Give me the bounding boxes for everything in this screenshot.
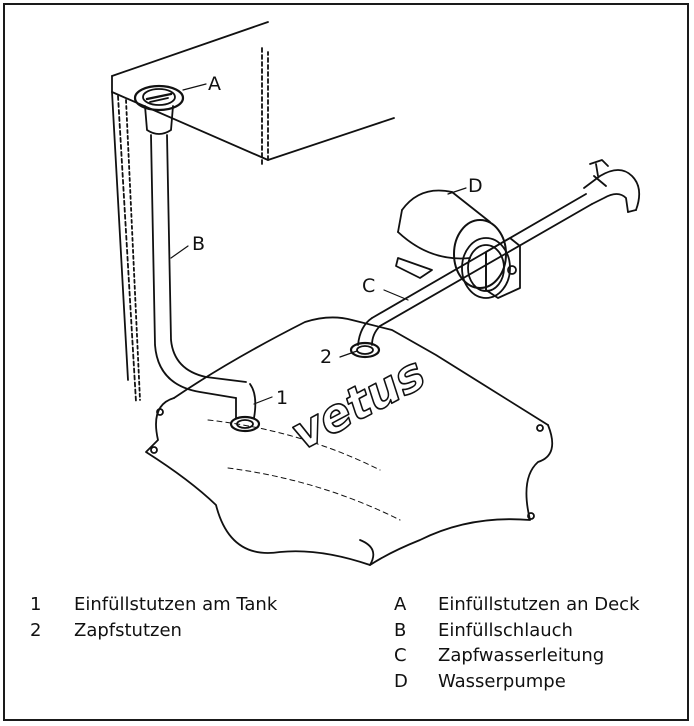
- legend-key: B: [394, 619, 407, 641]
- legend-text: Zapfstutzen: [74, 619, 182, 641]
- tank-brand-text: vetus: [287, 344, 430, 463]
- legend-item: D Wasserpumpe: [394, 669, 640, 695]
- callout-1: 1: [276, 387, 288, 409]
- legend-text: Wasserpumpe: [438, 670, 566, 692]
- callout-leaders: [170, 83, 467, 405]
- callout-D: D: [468, 175, 483, 197]
- callout-C: C: [362, 275, 375, 297]
- deck-fill-fitting: [133, 84, 185, 135]
- faucet: [583, 159, 641, 213]
- installation-diagram: vetus A: [111, 21, 641, 566]
- legend-item: 1 Einfüllstutzen am Tank: [30, 592, 277, 618]
- water-tank: [145, 316, 554, 566]
- legend-key: C: [394, 645, 407, 666]
- figure-frame: [3, 3, 689, 721]
- legend-key: 2: [30, 619, 42, 641]
- legend-item: 2 Zapfstutzen: [30, 618, 277, 644]
- legend-item: C Zapfwasserleitung: [394, 643, 640, 669]
- legend-text: Zapfwasserleitung: [438, 645, 605, 666]
- legend-text: Einfüllstutzen am Tank: [74, 594, 278, 615]
- legend-item: A Einfüllstutzen an Deck: [394, 592, 640, 618]
- legend-key: 1: [30, 594, 42, 615]
- legend-key: D: [394, 670, 408, 692]
- legend-text: Einfüllschlauch: [438, 619, 573, 641]
- legend-key: A: [394, 594, 407, 615]
- tank-outlet: [349, 317, 381, 359]
- legend-text: Einfüllstutzen an Deck: [438, 594, 640, 615]
- legend-left-column: 1 Einfüllstutzen am Tank 2 Zapfstutzen: [30, 592, 277, 643]
- legend-item: B Einfüllschlauch: [394, 618, 640, 644]
- fill-hose: [150, 134, 247, 399]
- callout-2: 2: [320, 346, 332, 368]
- water-pump: [395, 189, 521, 299]
- tank-inlet: [229, 383, 261, 433]
- callout-A: A: [208, 73, 221, 95]
- legend-right-column: A Einfüllstutzen an Deck B Einfüllschlauch…: [394, 592, 640, 694]
- callout-B: B: [192, 233, 205, 255]
